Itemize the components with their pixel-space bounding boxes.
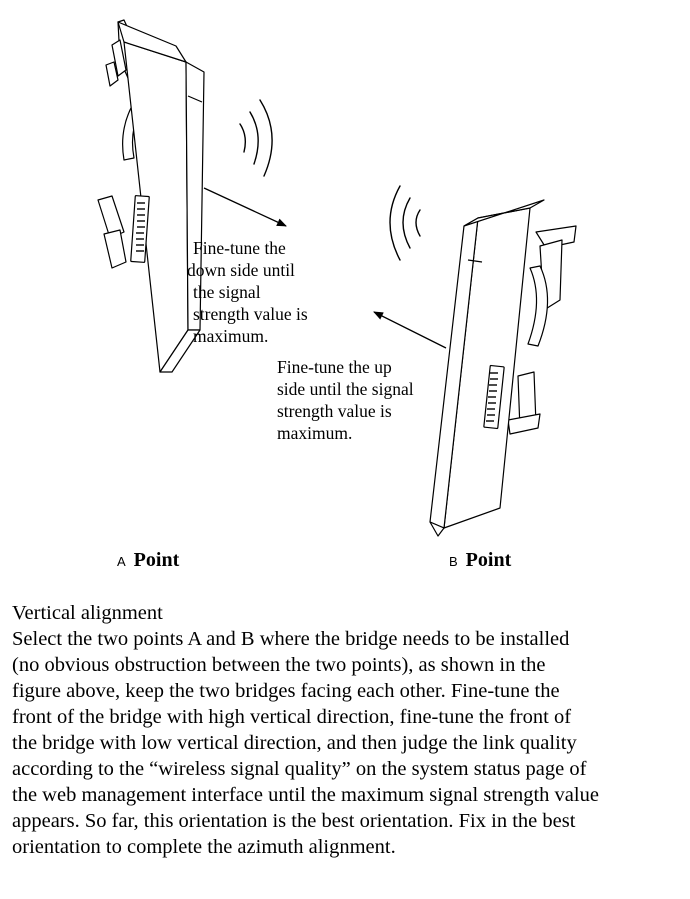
body-line: (no obvious obstruction between the two … <box>12 654 546 676</box>
annotation-b-line: side until the signal <box>277 379 414 399</box>
annotation-a-line: down side until <box>187 260 295 280</box>
arrow-a <box>203 187 287 227</box>
instruction-text: Vertical alignment Select the two points… <box>12 600 684 860</box>
section-heading: Vertical alignment <box>12 602 163 624</box>
annotation-a-line: strength value is <box>193 304 308 324</box>
body-line: Select the two points A and B where the … <box>12 628 570 650</box>
signal-waves-b-icon <box>389 185 421 261</box>
body-line: appears. So far, this orientation is the… <box>12 810 576 832</box>
annotation-b-line: Fine-tune the up <box>277 357 392 377</box>
annotation-a-line: the signal <box>193 282 261 302</box>
annotation-b-line: strength value is <box>277 401 392 421</box>
body-line: orientation to complete the azimuth alig… <box>12 836 396 858</box>
body-line: front of the bridge with high vertical d… <box>12 706 572 728</box>
body-line: figure above, keep the two bridges facin… <box>12 680 560 702</box>
bridge-illustration <box>97 19 577 537</box>
body-line: the web management interface until the m… <box>12 784 599 806</box>
bridge-b-device <box>429 199 577 537</box>
point-a-label: A Point <box>117 549 179 572</box>
point-a-word: Point <box>133 549 180 571</box>
annotation-a: Fine-tune the down side until the signal… <box>187 237 308 347</box>
bridge-a-device <box>97 19 205 373</box>
point-b-letter: B <box>449 554 458 569</box>
arrow-b <box>373 311 447 349</box>
body-line: according to the “wireless signal qualit… <box>12 758 587 780</box>
point-b-label: B Point <box>449 549 511 572</box>
annotation-a-line: maximum. <box>193 326 269 346</box>
point-b-word: Point <box>465 549 512 571</box>
body-line: the bridge with low vertical direction, … <box>12 732 577 754</box>
signal-waves-a-icon <box>239 99 273 177</box>
annotation-b: Fine-tune the up side until the signal s… <box>277 356 414 444</box>
alignment-figure: Fine-tune the down side until the signal… <box>97 19 577 572</box>
annotation-a-line: Fine-tune the <box>193 238 286 258</box>
point-a-letter: A <box>117 554 126 569</box>
annotation-b-line: maximum. <box>277 423 353 443</box>
